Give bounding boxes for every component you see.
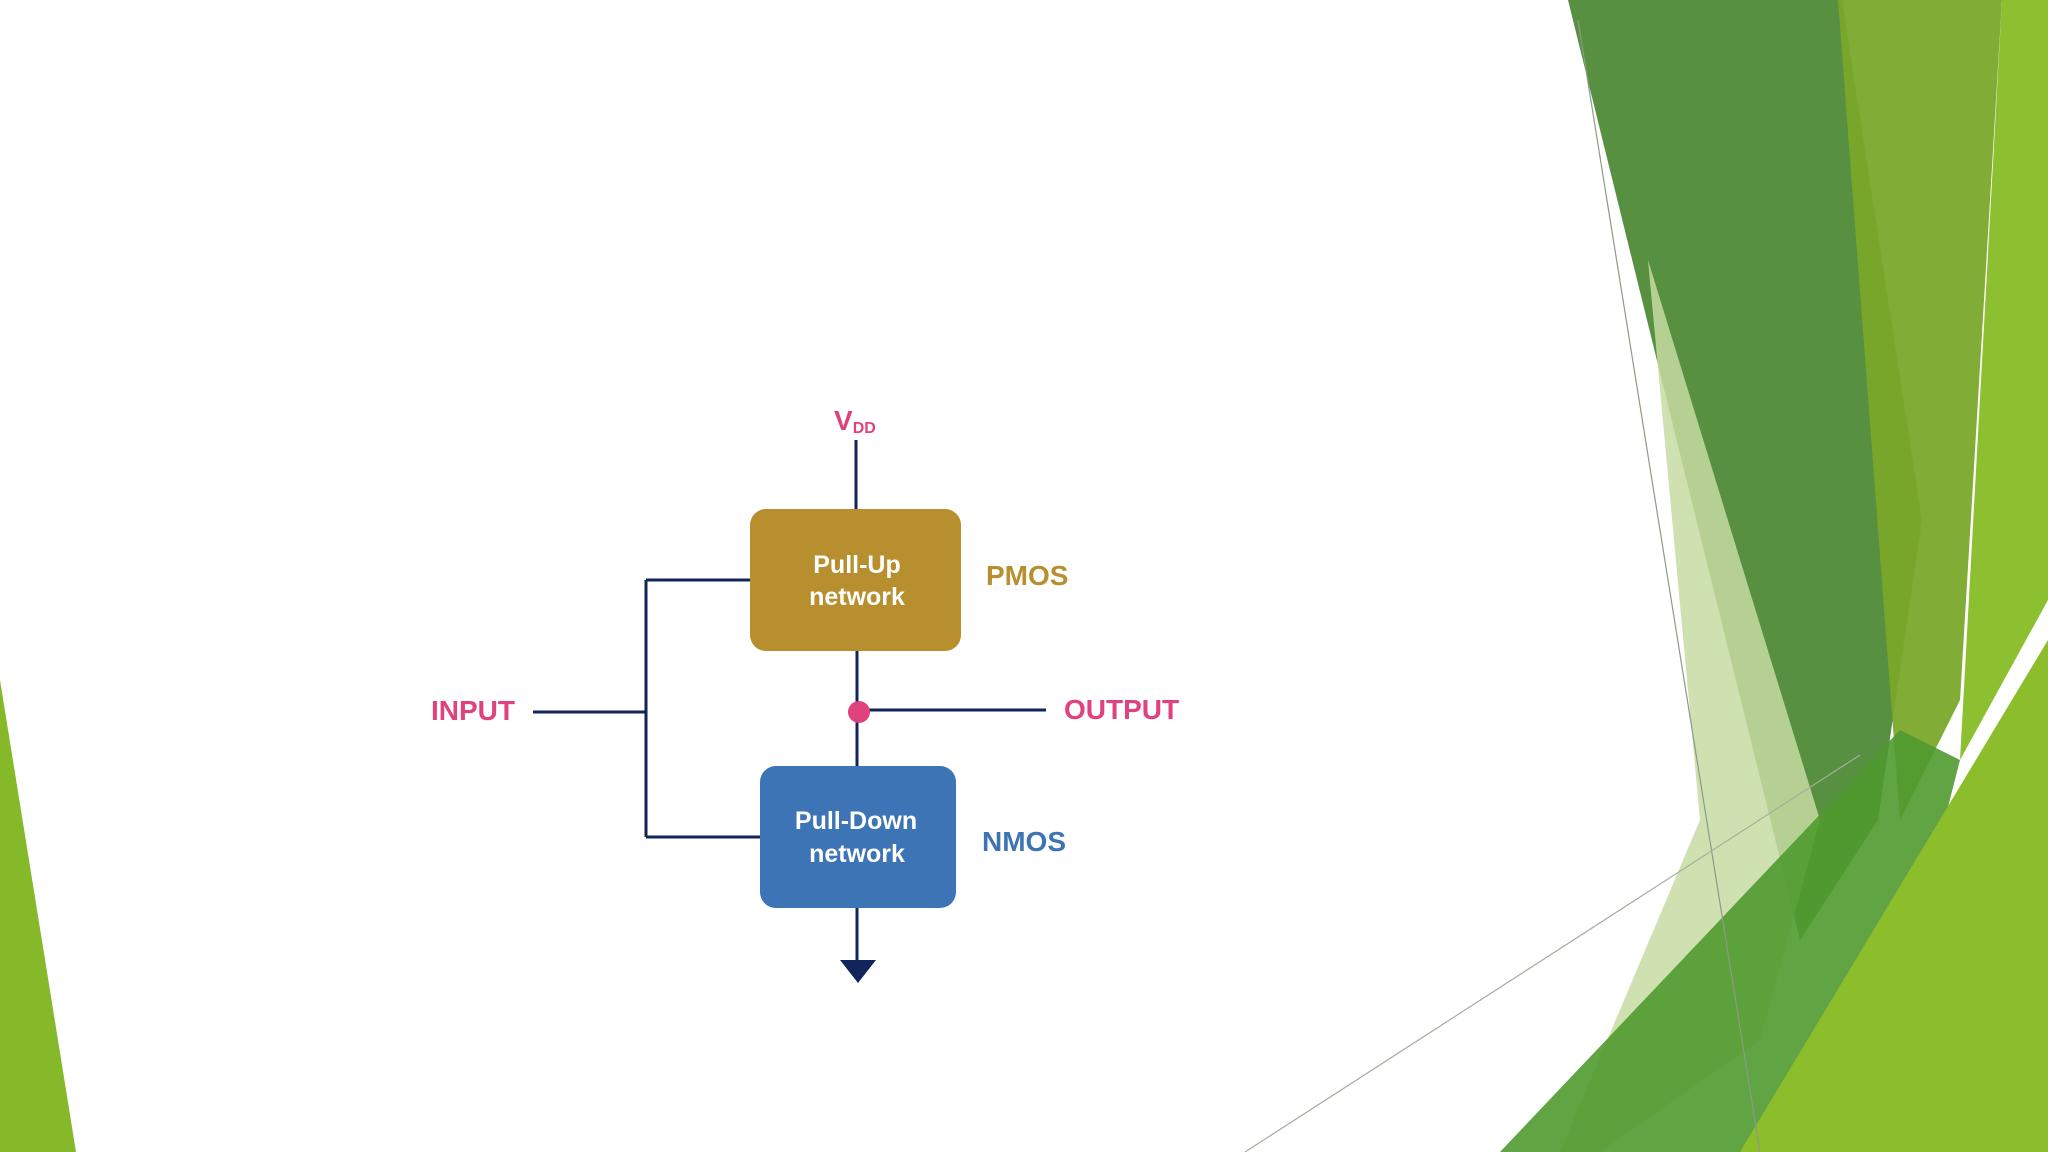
output-node-dot xyxy=(848,701,870,723)
vdd-label-main: V xyxy=(834,405,853,436)
pull-down-label-line2: network xyxy=(809,840,905,868)
bottom-light-green-wedge xyxy=(1740,640,2048,1152)
nmos-label: NMOS xyxy=(982,826,1066,857)
ground-arrow-icon xyxy=(840,960,876,983)
decor-thin-line-1 xyxy=(1577,19,1761,1152)
pull-up-network-box xyxy=(750,509,961,651)
input-label: INPUT xyxy=(431,695,515,726)
left-green-sliver xyxy=(0,680,76,1152)
cmos-diagram xyxy=(533,440,1046,962)
decor-thin-line-2 xyxy=(1244,754,1861,1152)
pull-up-network-block: Pull-Up network xyxy=(750,509,961,651)
vdd-label-subscript: DD xyxy=(853,420,876,437)
right-dark-green-band xyxy=(1568,0,1922,940)
pull-down-network-block: Pull-Down network xyxy=(760,766,956,908)
pull-up-label-line2: network xyxy=(809,583,905,611)
pull-down-label-line1: Pull-Down xyxy=(795,807,917,835)
pull-up-label-line1: Pull-Up xyxy=(813,551,901,579)
right-light-green-band-right xyxy=(1960,0,2048,760)
pmos-label: PMOS xyxy=(986,560,1068,591)
vdd-label: VDD xyxy=(834,405,876,437)
pull-down-network-box xyxy=(760,766,956,908)
output-label: OUTPUT xyxy=(1064,694,1179,725)
right-light-green-band-top xyxy=(1838,0,2002,820)
